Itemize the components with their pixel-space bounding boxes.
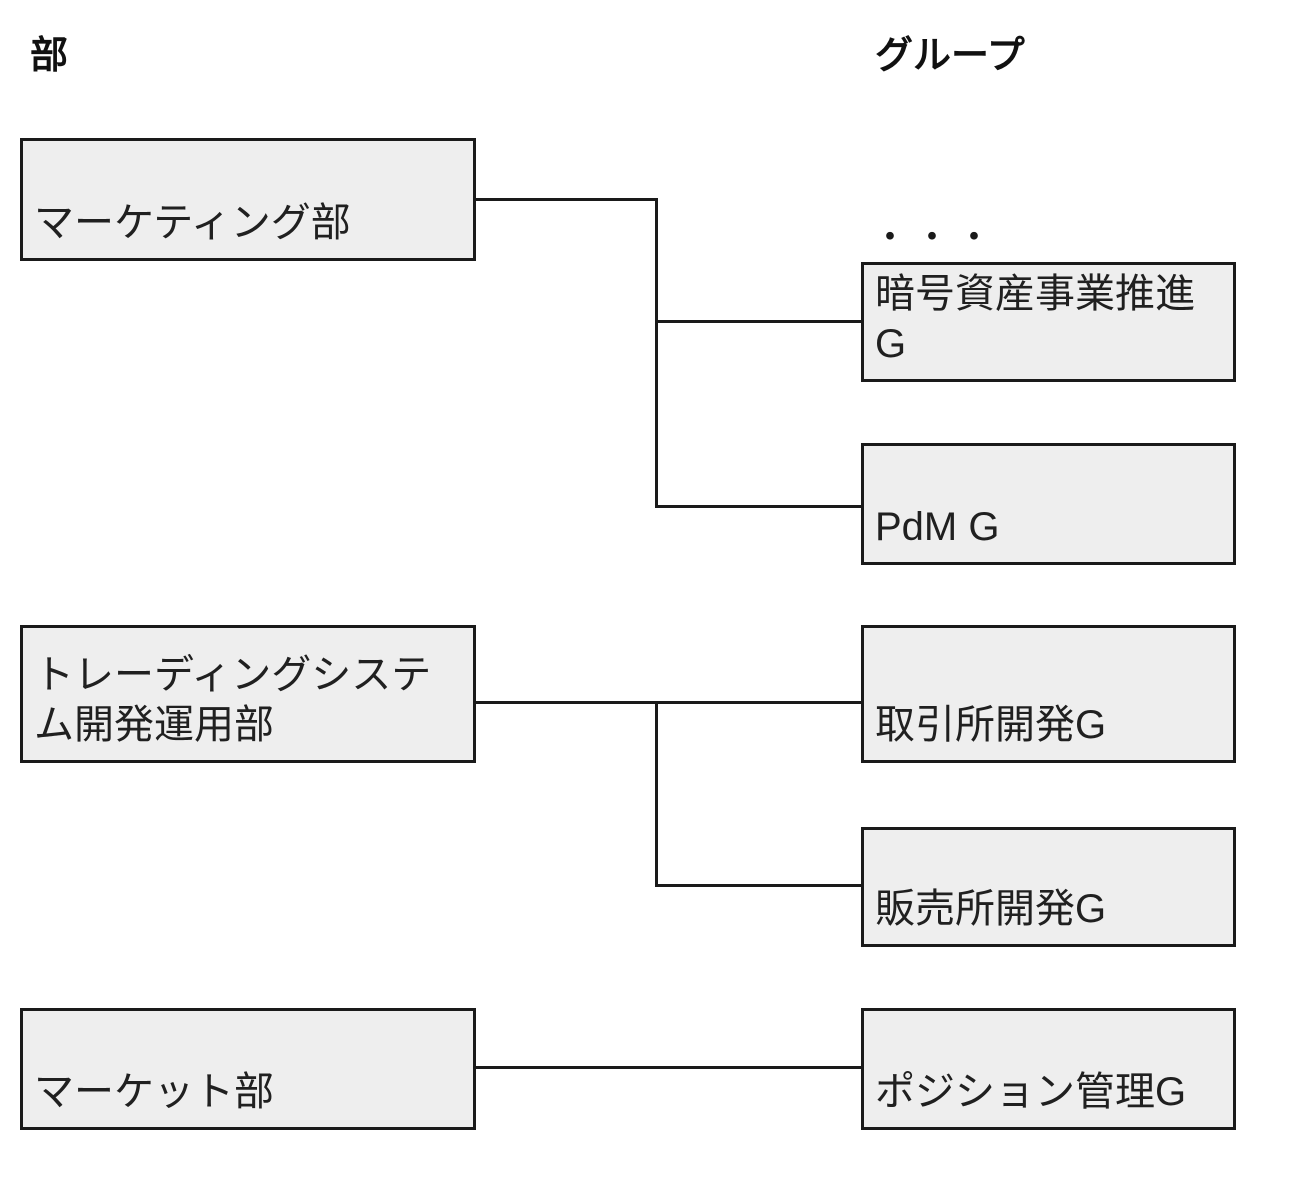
column-header-group: グループ	[875, 35, 1025, 77]
node-group-sales-office-dev: 販売所開発G	[861, 827, 1236, 947]
node-label: ポジション管理G	[875, 1070, 1187, 1114]
connector-marketing-to-crypto	[655, 320, 861, 323]
connector-marketing-horizontal	[476, 198, 658, 201]
connector-trading-to-sales	[655, 884, 861, 887]
node-group-position-management: ポジション管理G	[861, 1008, 1236, 1130]
node-label: 暗号資産事業推進G	[875, 272, 1195, 366]
node-department-marketing: マーケティング部	[20, 138, 476, 261]
node-label: 取引所開発G	[875, 703, 1107, 747]
connector-marketing-vertical	[655, 198, 658, 508]
node-label: 販売所開発G	[875, 887, 1107, 931]
node-label: マーケット部	[34, 1070, 274, 1114]
node-label: マーケティング部	[34, 201, 351, 245]
node-department-market: マーケット部	[20, 1008, 476, 1130]
connector-trading-vertical	[655, 701, 658, 887]
node-group-exchange-dev: 取引所開発G	[861, 625, 1236, 763]
more-groups-ellipsis: ・・・	[872, 216, 999, 257]
node-department-trading-system-dev-ops: トレーディングシステム開発運用部	[20, 625, 476, 763]
column-header-department: 部	[30, 35, 69, 77]
connector-market-to-position	[476, 1066, 861, 1069]
node-label: PdM G	[875, 505, 1000, 549]
node-label: トレーディングシステム開発運用部	[34, 653, 432, 747]
connector-trading-to-exchange	[476, 701, 861, 704]
node-group-crypto-asset-promotion: 暗号資産事業推進G	[861, 262, 1236, 382]
node-group-pdm: PdM G	[861, 443, 1236, 565]
connector-marketing-to-pdm	[655, 505, 861, 508]
